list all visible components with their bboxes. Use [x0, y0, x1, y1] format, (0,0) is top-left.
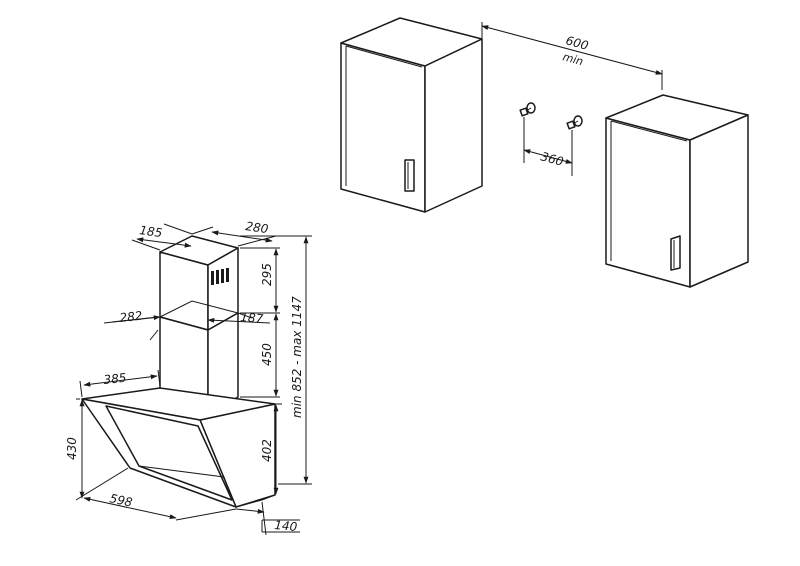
dimension-chimney-top-width-value: 280: [245, 219, 270, 236]
dimension-cabinet-spacing-value: 600: [564, 33, 590, 53]
dimension-chimney-top-width: 280: [191, 219, 277, 247]
dimension-chimney-top-depth-value: 185: [139, 223, 164, 240]
dimension-cabinet-spacing: 600 min: [481, 22, 663, 90]
dimension-chimney-width-mid: 187: [207, 310, 271, 326]
mounting-brackets: 360: [519, 102, 583, 176]
dimension-bottom-depth: 140: [235, 501, 300, 536]
dimension-cabinet-spacing-note: min: [561, 50, 584, 68]
cabinet-handle-right: [670, 235, 681, 271]
cooker-hood: [81, 235, 276, 508]
bracket-right: [566, 115, 583, 130]
dimension-hood-height: 430: [65, 398, 129, 501]
dimension-hood-height-value: 430: [65, 437, 79, 460]
dimension-body-height: 402: [260, 403, 282, 495]
dimension-body-height-value: 402: [260, 439, 274, 462]
dimension-hood-depth: 385: [79, 369, 161, 398]
cabinet-handle-left: [404, 159, 415, 192]
dimension-upper-chimney-height-value: 295: [260, 263, 274, 286]
dimension-upper-chimney-height: 295: [240, 247, 280, 314]
wall-cabinet-left: [340, 17, 483, 213]
dimension-bottom-depth-value: 140: [274, 518, 298, 534]
dimension-chimney-top-depth: 185: [131, 223, 193, 251]
dimension-bracket-spacing-value: 360: [539, 149, 565, 169]
ventilation-grille: [211, 268, 229, 285]
dimension-chimney-width-mid-value: 187: [240, 310, 264, 326]
wall-cabinet-right: [605, 94, 749, 288]
dimension-lower-chimney-height-value: 450: [260, 343, 274, 366]
dimension-chimney-depth-mid-value: 282: [119, 309, 143, 325]
dimension-hood-width-value: 598: [108, 491, 134, 510]
bracket-left: [519, 102, 536, 117]
dimension-total-height-value: min 852 - max 1147: [290, 296, 304, 418]
dimension-hood-depth-value: 385: [103, 371, 127, 387]
dimension-lower-chimney-height: 450: [240, 313, 280, 398]
hood-body: [81, 387, 276, 508]
dimension-total-height: min 852 - max 1147: [240, 235, 312, 485]
dimension-chimney-depth-mid: 282: [103, 309, 161, 341]
upper-chimney: [159, 235, 239, 331]
dimension-hood-width: 598: [83, 491, 237, 521]
